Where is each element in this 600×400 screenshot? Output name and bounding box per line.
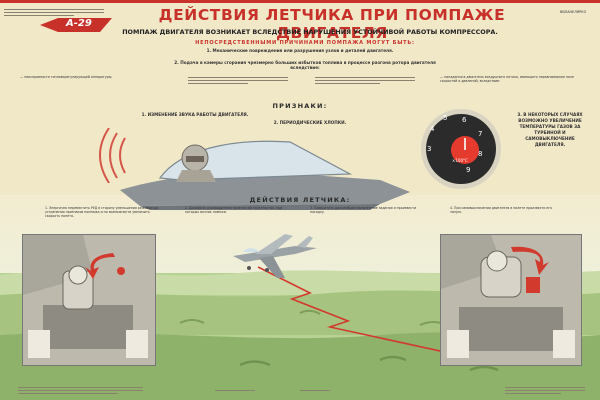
aircraft-illustration bbox=[233, 234, 317, 278]
gauge-tick-6: 6 bbox=[462, 116, 467, 124]
badge-text: A-29 bbox=[66, 18, 92, 29]
throttle-panel-right bbox=[440, 234, 582, 366]
cause-sub-d: — попадания в двигатель воздушного поток… bbox=[440, 75, 574, 83]
sign-1: 1. ИЗМЕНЕНИЕ ЗВУКА РАБОТЫ ДВИГАТЕЛЯ. bbox=[141, 112, 249, 117]
action-step-3: 3. Прекратить дальнейшее выполнение зада… bbox=[310, 206, 417, 214]
cause-sub-c bbox=[315, 77, 415, 87]
cause-sub-b bbox=[188, 77, 288, 87]
gauge-tick-7: 7 bbox=[478, 130, 483, 138]
subtitle: ПОМПАЖ ДВИГАТЕЛЯ ВОЗНИКАЕТ ВСЛЕДСТВИЕ НА… bbox=[122, 28, 498, 36]
gauge-tick-9: 9 bbox=[466, 166, 471, 174]
throttle-illustration-left bbox=[23, 235, 155, 365]
signs-heading: ПРИЗНАКИ: bbox=[272, 102, 328, 110]
cause-1: 1. Механические повреждения или разрушен… bbox=[206, 48, 394, 53]
sign-2: 2. ПЕРИОДИЧЕСКИЕ ХЛОПКИ. bbox=[273, 120, 347, 125]
corner-label: ВВЛАНЕЛЯРКО bbox=[560, 10, 587, 14]
gauge-unit: ×100°С bbox=[452, 158, 468, 163]
top-left-fineprint bbox=[4, 9, 104, 19]
gauge-tick-4: 4 bbox=[430, 125, 435, 133]
throttle-panel-left bbox=[22, 234, 156, 366]
gauge-tick-5: 5 bbox=[443, 114, 448, 122]
gauge-tick-8: 8 bbox=[478, 150, 483, 158]
badge: A-29 bbox=[40, 16, 112, 34]
footer-fineprint bbox=[0, 386, 600, 400]
actions-heading: ДЕЙСТВИЯ ЛЕТЧИКА: bbox=[249, 196, 351, 204]
gauge-tick-3: 3 bbox=[427, 145, 432, 153]
red-arrow-shape bbox=[40, 18, 112, 32]
top-rule bbox=[0, 0, 600, 3]
sound-waves-icon bbox=[99, 128, 126, 183]
sign-3: 3. В НЕКОТОРЫХ СЛУЧАЯХ ВОЗМОЖНО УВЕЛИЧЕН… bbox=[517, 112, 583, 147]
action-step-2: 2. Доложить руководителю полетов обстоят… bbox=[185, 206, 283, 214]
action-step-1: 1. Энергично переместить РУД в сторону у… bbox=[45, 206, 159, 218]
cause-sub-a: — неисправности топливорегулирующей аппа… bbox=[20, 75, 113, 79]
egt-gauge bbox=[421, 109, 501, 189]
cockpit-illustration bbox=[120, 140, 410, 210]
page-title: ДЕЙСТВИЯ ЛЕТЧИКА ПРИ ПОМПАЖЕ ДВИГАТЕЛЯ bbox=[158, 6, 506, 42]
throttle-illustration-right bbox=[441, 235, 581, 365]
cause-2: 2. Подача в камеры сгорания чрезмерно бо… bbox=[174, 60, 436, 70]
causes-heading: НЕПОСРЕДСТВЕННЫМИ ПРИЧИНАМИ ПОМПАЖА МОГУ… bbox=[195, 40, 415, 46]
action-step-4: 4. При самовыключении двигателя в полете… bbox=[450, 206, 553, 214]
